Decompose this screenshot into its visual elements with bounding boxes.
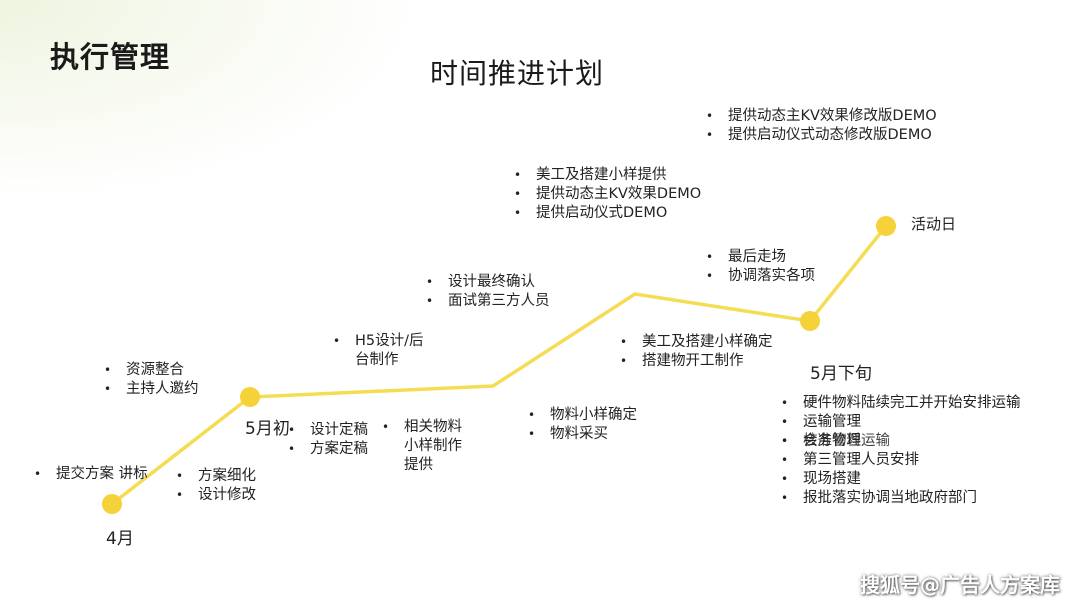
- task-text: 第三管理人员安排: [803, 452, 919, 468]
- task-text: 硬件物料陆续完工并开始安排运输: [803, 395, 1021, 411]
- task-text: 提供启动仪式动态修改版DEMO: [728, 127, 932, 143]
- task-list-late-may: •硬件物料陆续完工并开始安排运输 •运输管理 •会务管理 •第三管理人员安排 •…: [781, 394, 1041, 508]
- task-item: •H5设计/后台制作: [333, 333, 424, 368]
- task-text: H5设计/后台制作: [355, 333, 424, 368]
- task-list-walkthrough: •最后走场 •协调落实各项: [706, 248, 856, 286]
- task-text: 会务管理: [803, 433, 861, 449]
- task-text: 提交方案 讲标: [56, 466, 148, 482]
- task-text: 美工及搭建小样确定: [642, 334, 773, 350]
- task-text: 报批落实协调当地政府部门: [803, 490, 977, 506]
- task-list-sample: •物料小样确定 •物料采买: [528, 406, 638, 444]
- task-text: 方案定稿: [310, 441, 368, 457]
- task-text: 设计定稿: [310, 422, 368, 438]
- task-text: 运输管理: [803, 414, 861, 430]
- task-item: •美工及搭建小样提供: [514, 167, 667, 183]
- task-text: 协调落实各项: [728, 268, 815, 284]
- task-text: 资源整合: [126, 362, 184, 378]
- task-item: •报批落实协调当地政府部门: [781, 490, 977, 506]
- task-item: •提交方案 讲标: [34, 466, 148, 482]
- task-list-late-may-overlap: •核准物料运输: [781, 432, 1041, 451]
- task-text: 现场搭建: [803, 471, 861, 487]
- milestone-dot-early-may: [240, 387, 260, 407]
- task-item: •提供动态主KV效果DEMO: [514, 186, 702, 202]
- task-list-demo: •美工及搭建小样提供 •提供动态主KV效果DEMO •提供启动仪式DEMO: [514, 166, 744, 223]
- task-text: 核准物料运输: [803, 433, 890, 449]
- task-text: 提供动态主KV效果修改版DEMO: [728, 108, 937, 124]
- milestone-label-late-may: 5月下旬: [810, 364, 872, 384]
- task-item: •物料采买: [528, 426, 608, 442]
- task-text: 搭建物开工制作: [642, 353, 744, 369]
- task-text: 美工及搭建小样提供: [536, 167, 667, 183]
- task-text: 方案细化: [198, 468, 256, 484]
- task-item: •硬件物料陆续完工并开始安排运输: [781, 395, 1021, 411]
- task-item: •会务管理: [781, 433, 861, 449]
- task-item: •方案定稿: [288, 441, 368, 457]
- task-text: 主持人邀约: [126, 381, 199, 397]
- task-list-plan: •方案细化 •设计修改: [176, 467, 256, 505]
- page-title: 执行管理: [50, 40, 171, 74]
- task-item: •提供启动仪式DEMO: [514, 205, 668, 221]
- task-item: •设计定稿: [288, 422, 368, 438]
- task-item: •美工及搭建小样确定: [620, 334, 773, 350]
- task-item: •物料小样确定: [528, 407, 637, 423]
- watermark: 搜狐号@广告人方案库: [860, 573, 1060, 597]
- task-item: •提供启动仪式动态修改版DEMO: [706, 127, 932, 143]
- task-text: 提供动态主KV效果DEMO: [536, 186, 702, 202]
- timeline-path: [110, 224, 888, 506]
- task-text: 物料采买: [550, 426, 608, 442]
- task-text: 面试第三方人员: [448, 293, 550, 309]
- milestone-label-event-day: 活动日: [911, 215, 957, 233]
- milestone-label-early-may: 5月初: [245, 419, 290, 439]
- task-item: •第三管理人员安排: [781, 452, 919, 468]
- milestone-dot-late-may: [800, 311, 820, 331]
- task-item: •相关物料小样制作提供: [382, 419, 462, 473]
- task-list-revision: •提供动态主KV效果修改版DEMO •提供启动仪式动态修改版DEMO: [706, 107, 986, 145]
- task-item: •核准物料运输: [781, 433, 890, 449]
- milestone-label-apr: 4月: [106, 529, 134, 549]
- task-item: •设计修改: [176, 487, 256, 503]
- task-list-resources: •资源整合 •主持人邀约: [104, 361, 254, 399]
- timeline-title: 时间推进计划: [430, 57, 605, 90]
- task-list-draft: •设计定稿 •方案定稿: [288, 421, 368, 459]
- task-item: •提供动态主KV效果修改版DEMO: [706, 108, 937, 124]
- task-list-design-confirm: •设计最终确认 •面试第三方人员: [426, 273, 596, 311]
- milestone-dot-apr: [102, 494, 122, 514]
- task-item: •协调落实各项: [706, 268, 815, 284]
- task-text: 设计最终确认: [448, 274, 535, 290]
- task-item: •方案细化: [176, 468, 256, 484]
- task-item: •运输管理: [781, 414, 861, 430]
- task-item: •设计最终确认: [426, 274, 535, 290]
- task-text: 最后走场: [728, 249, 786, 265]
- task-text: 物料小样确定: [550, 407, 637, 423]
- task-item: •最后走场: [706, 249, 786, 265]
- task-list-materials: •相关物料小样制作提供: [382, 418, 462, 475]
- task-text: 提供启动仪式DEMO: [536, 205, 668, 221]
- task-item: •资源整合: [104, 362, 184, 378]
- milestone-dot-event-day: [876, 216, 896, 236]
- task-list-apr: •提交方案 讲标: [34, 465, 184, 484]
- task-text: 设计修改: [198, 487, 256, 503]
- task-item: •搭建物开工制作: [620, 353, 744, 369]
- task-text: 相关物料小样制作提供: [404, 419, 462, 473]
- task-list-build: •美工及搭建小样确定 •搭建物开工制作: [620, 333, 790, 371]
- task-item: •面试第三方人员: [426, 293, 550, 309]
- task-list-h5: •H5设计/后台制作: [333, 332, 425, 370]
- task-item: •主持人邀约: [104, 381, 199, 397]
- task-item: •现场搭建: [781, 471, 861, 487]
